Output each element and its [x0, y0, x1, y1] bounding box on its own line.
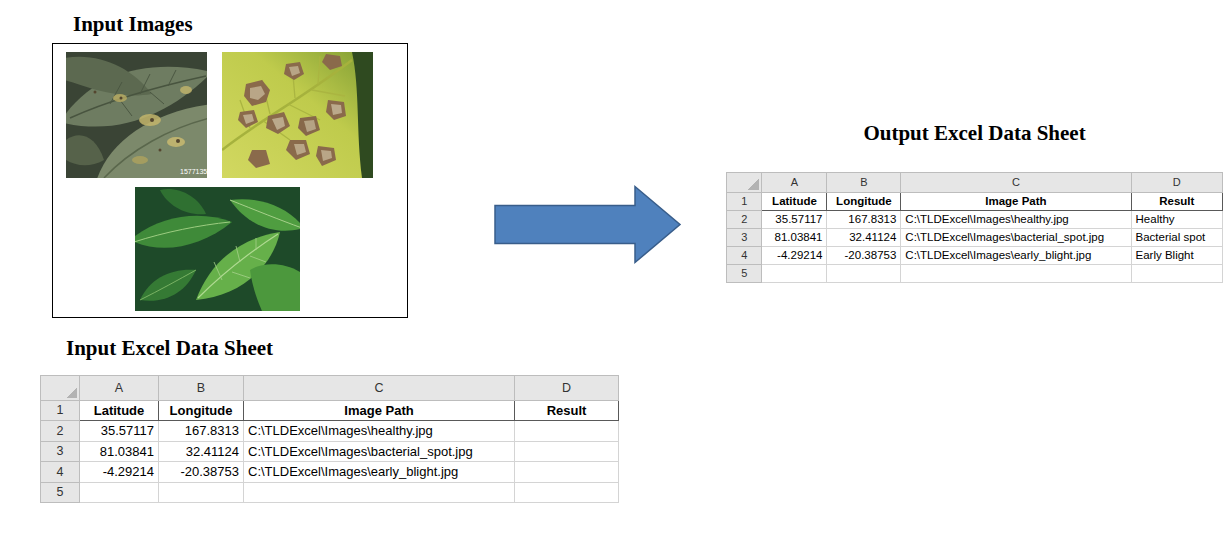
spreadsheet-table: ABCD1LatitudeLongitudeImage PathResult23… [726, 172, 1223, 283]
empty-cell [515, 462, 619, 483]
column-header: Latitude [762, 193, 827, 211]
table-cell: C:\TLDExcel\Images\bacterial_spot.jpg [901, 229, 1131, 247]
column-letter: B [827, 173, 901, 193]
table-cell: -4.29214 [762, 247, 827, 265]
table-cell: Early Blight [1131, 247, 1222, 265]
table-cell: 81.03841 [80, 442, 159, 462]
empty-cell [515, 483, 619, 503]
column-header: Longitude [159, 401, 244, 421]
table-cell: -20.38753 [827, 247, 901, 265]
column-header: Image Path [244, 401, 515, 421]
panel-heading: Input Excel Data Sheet [66, 335, 619, 361]
table-cell: 35.57117 [762, 211, 827, 229]
table-cell: 32.41124 [827, 229, 901, 247]
table-cell: C:\TLDExcel\Images\healthy.jpg [901, 211, 1131, 229]
table-cell: C:\TLDExcel\Images\early_blight.jpg [244, 462, 515, 483]
row-number: 4 [41, 462, 80, 483]
column-header: Latitude [80, 401, 159, 421]
table-cell: C:\TLDExcel\Images\early_blight.jpg [901, 247, 1131, 265]
empty-cell [159, 483, 244, 503]
column-header: Image Path [901, 193, 1131, 211]
row-number: 5 [727, 265, 762, 283]
table-cell: C:\TLDExcel\Images\bacterial_spot.jpg [244, 442, 515, 462]
excel-sheet: Input Excel Data SheetABCD 1LatitudeLongi… [40, 335, 619, 503]
empty-cell [827, 265, 901, 283]
blight-leaf-photo [66, 52, 207, 178]
table-cell: 167.8313 [159, 421, 244, 442]
row-number: 4 [727, 247, 762, 265]
table-cell: 81.03841 [762, 229, 827, 247]
column-header: Result [1131, 193, 1222, 211]
image-frame: 1577135 [52, 43, 408, 318]
empty-cell [244, 483, 515, 503]
table-cell: 167.8313 [827, 211, 901, 229]
row-number: 3 [41, 442, 80, 462]
corner-cell [727, 173, 762, 193]
row-number: 2 [41, 421, 80, 442]
row-number: 1 [41, 401, 80, 421]
panel-heading: Output Excel Data Sheet [726, 120, 1223, 146]
panel-heading: Input Images [73, 11, 408, 37]
excel-sheet: Output Excel Data SheetABCD 1LatitudeLong… [726, 120, 1223, 283]
empty-cell [515, 421, 619, 442]
empty-cell [901, 265, 1131, 283]
table-cell: -4.29214 [80, 462, 159, 483]
table-cell: Healthy [1131, 211, 1222, 229]
row-number: 3 [727, 229, 762, 247]
row-number: 2 [727, 211, 762, 229]
table-cell: 35.57117 [80, 421, 159, 442]
column-letter: D [515, 376, 619, 401]
column-letter: C [901, 173, 1131, 193]
column-letter: A [80, 376, 159, 401]
block-arrow [495, 187, 680, 263]
empty-cell [80, 483, 159, 503]
column-letter: C [244, 376, 515, 401]
image-panel: Input Images 1577135 [52, 11, 408, 318]
corner-cell [41, 376, 80, 401]
healthy-leaf-photo [135, 187, 300, 311]
empty-cell [515, 442, 619, 462]
table-cell: 32.41124 [159, 442, 244, 462]
spot-leaf-photo [222, 52, 373, 178]
column-header: Longitude [827, 193, 901, 211]
empty-cell [762, 265, 827, 283]
table-cell: Bacterial spot [1131, 229, 1222, 247]
photo-watermark: 1577135 [180, 168, 207, 176]
empty-cell [1131, 265, 1222, 283]
column-letter: D [1131, 173, 1222, 193]
spreadsheet-table: ABCD1LatitudeLongitudeImage PathResult23… [40, 375, 619, 503]
column-letter: A [762, 173, 827, 193]
table-cell: -20.38753 [159, 462, 244, 483]
table-cell: C:\TLDExcel\Images\healthy.jpg [244, 421, 515, 442]
row-number: 5 [41, 483, 80, 503]
row-number: 1 [727, 193, 762, 211]
column-header: Result [515, 401, 619, 421]
column-letter: B [159, 376, 244, 401]
